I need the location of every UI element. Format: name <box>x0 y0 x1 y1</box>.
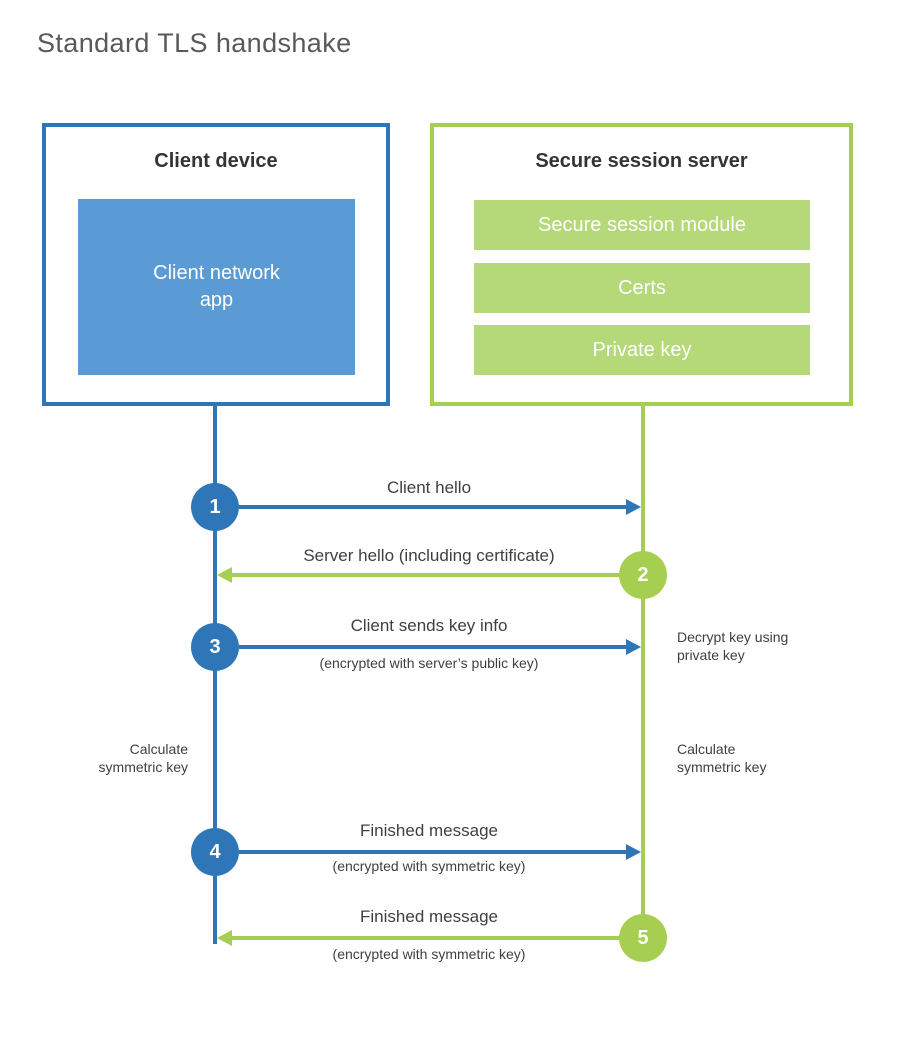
page-title: Standard TLS handshake <box>37 28 352 58</box>
server-module-certs: Certs <box>474 263 810 313</box>
decrypt-note-line1: Decrypt key using <box>677 629 789 645</box>
arrow-step4-shaft <box>239 850 626 854</box>
step5-label: Finished message <box>360 907 498 926</box>
client-app-label-line2: app <box>199 289 234 311</box>
server-module-private-key: Private key <box>474 325 810 375</box>
step5-number: 5 <box>637 926 649 949</box>
step2-badge: 2 <box>619 551 667 599</box>
client-network-app-box: Client network app <box>78 199 355 375</box>
arrow-step1-head-icon <box>626 499 641 515</box>
server-module-secure-session: Secure session module <box>474 200 810 250</box>
server-lifeline <box>641 404 645 938</box>
step1-badge: 1 <box>191 483 239 531</box>
arrow-step3-shaft <box>239 645 626 649</box>
client-device-title: Client device <box>154 150 278 172</box>
step5-badge: 5 <box>619 914 667 962</box>
arrow-step2-shaft <box>232 573 619 577</box>
step3-label: Client sends key info <box>350 616 508 635</box>
step3-number: 3 <box>209 635 221 658</box>
step4-sublabel: (encrypted with symmetric key) <box>332 858 526 874</box>
calc-left-line2: symmetric key <box>98 759 188 776</box>
arrow-step3-head-icon <box>626 639 641 655</box>
client-network-app-label: Client network app <box>153 260 280 314</box>
step2-label: Server hello (including certificate) <box>303 546 555 565</box>
step2-number: 2 <box>637 563 649 586</box>
step4-badge: 4 <box>191 828 239 876</box>
step3-sublabel: (encrypted with server’s public key) <box>319 655 539 671</box>
decrypt-note-line2: private key <box>677 647 745 664</box>
calculate-symmetric-key-note-client: Calculate symmetric key <box>38 740 188 776</box>
step3-badge: 3 <box>191 623 239 671</box>
step5-sublabel: (encrypted with symmetric key) <box>332 946 526 962</box>
arrow-step4-head-icon <box>626 844 641 860</box>
calc-right-line2: symmetric key <box>677 759 767 776</box>
step1-number: 1 <box>209 495 221 518</box>
arrow-step2-head-icon <box>217 567 232 583</box>
arrow-step5-head-icon <box>217 930 232 946</box>
step4-number: 4 <box>209 840 221 863</box>
step1-label: Client hello <box>386 478 472 497</box>
arrow-step1-shaft <box>239 505 626 509</box>
calc-left-line1: Calculate <box>129 741 188 757</box>
arrow-step5-shaft <box>232 936 619 940</box>
secure-session-server-title: Secure session server <box>535 150 748 172</box>
calc-right-line1: Calculate <box>677 741 736 757</box>
decrypt-key-note: Decrypt key using private key <box>677 628 837 664</box>
client-app-label-line1: Client network <box>153 262 280 284</box>
step4-label: Finished message <box>360 821 498 840</box>
client-lifeline <box>213 404 217 944</box>
calculate-symmetric-key-note-server: Calculate symmetric key <box>677 740 837 776</box>
